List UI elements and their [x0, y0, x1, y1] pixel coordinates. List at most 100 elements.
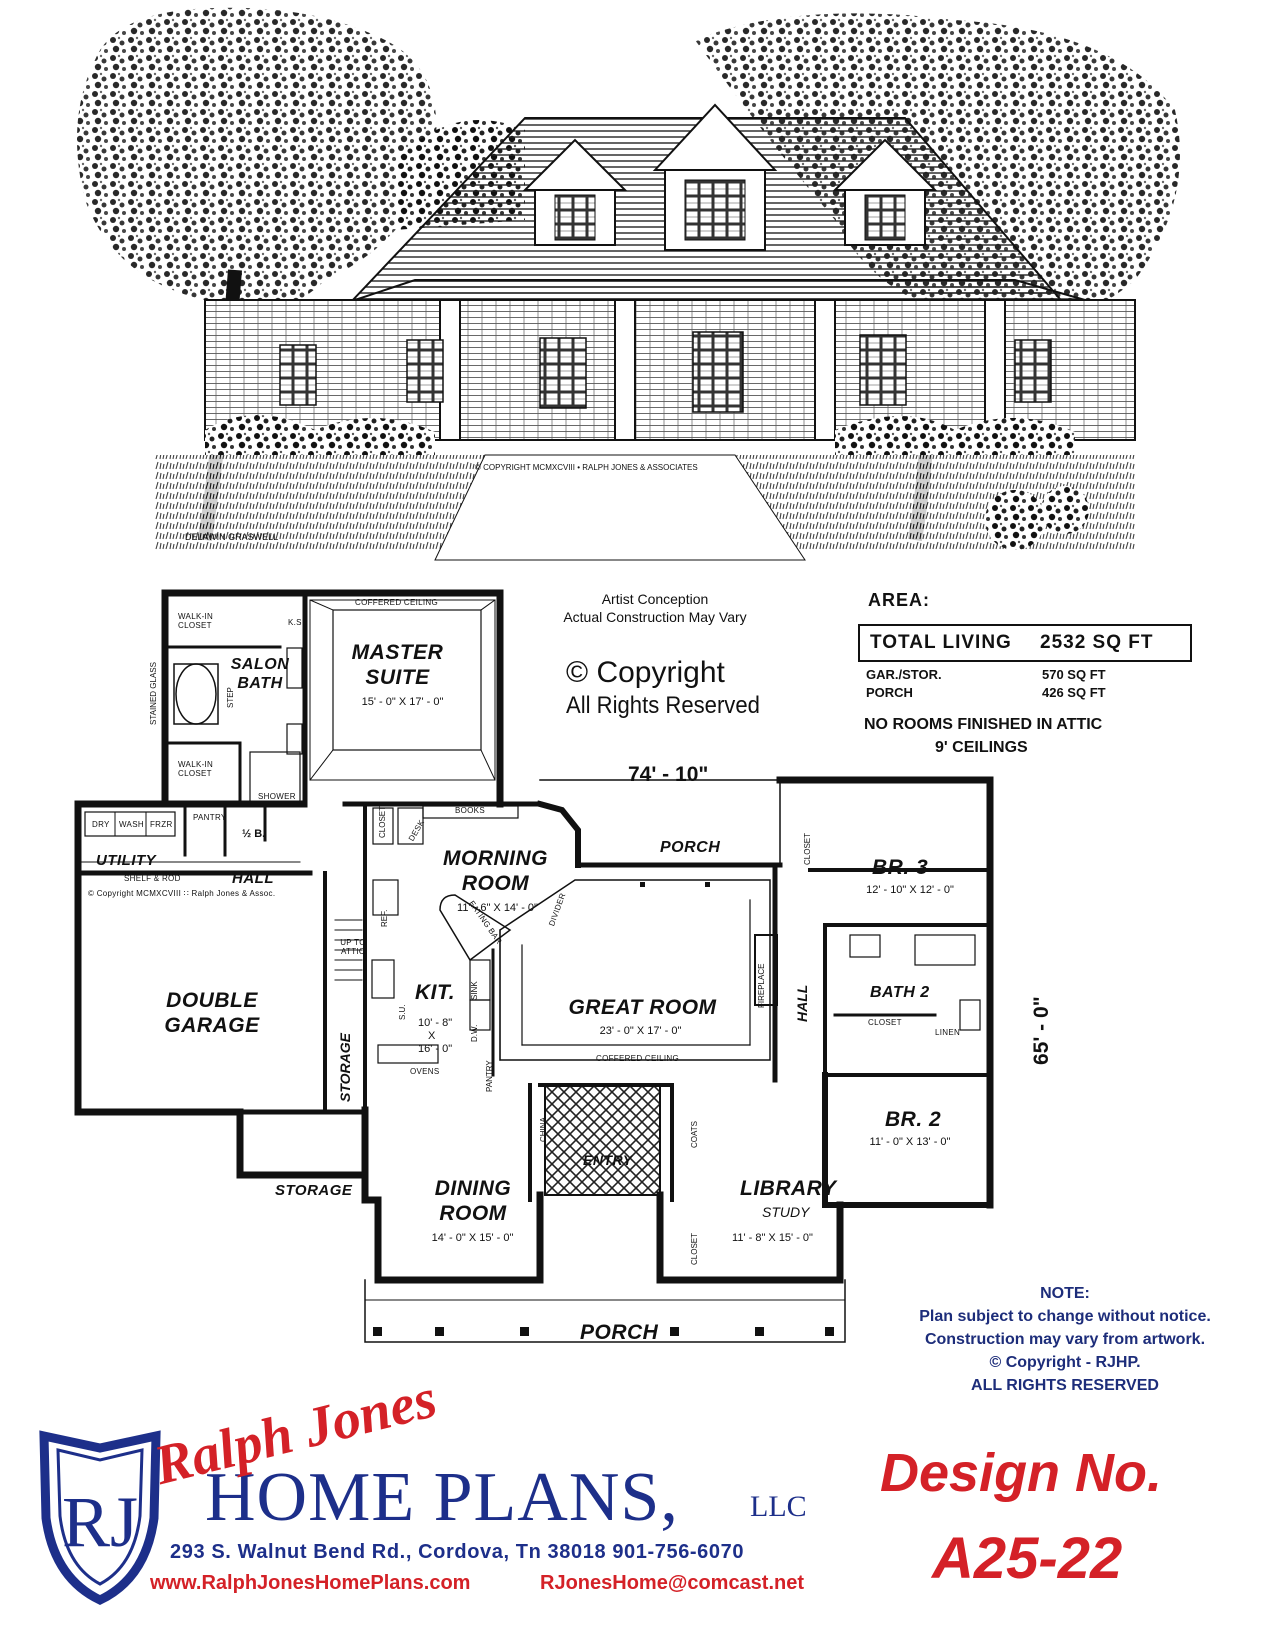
library-size: 11' - 8" X 15' - 0" [732, 1232, 813, 1244]
porch-area-label: PORCH [866, 685, 913, 700]
step-label: STEP [226, 687, 235, 708]
copyright-subtitle: All Rights Reserved [566, 692, 760, 719]
overall-width-dimension: 74' - 10" [628, 763, 709, 786]
plan-note: NOTE: Plan subject to change without not… [900, 1282, 1230, 1397]
artist-conception-note: Artist Conception Actual Construction Ma… [560, 590, 750, 626]
books-label: BOOKS [455, 806, 485, 815]
coats-label: COATS [690, 1121, 699, 1148]
morning-room-size: 11' - 6" X 14' - 0" [457, 902, 538, 914]
up-to-attic-label: UP TO ATTIC [340, 938, 366, 956]
kitchen-label: KIT. [415, 981, 456, 1004]
rj-shield-logo: RJ [39, 1430, 161, 1605]
company-address: 293 S. Walnut Bend Rd., Cordova, Tn 3801… [170, 1541, 745, 1563]
stained-glass-label: STAINED GLASS [149, 662, 158, 725]
master-coffered-label: COFFERED CEILING [355, 598, 439, 607]
hall-vertical-label: HALL [794, 984, 810, 1022]
design-number-label: Design No. [880, 1443, 1163, 1503]
great-room-coffered-label: COFFERED CEILING [596, 1054, 680, 1063]
utility-label: UTILITY [96, 852, 157, 869]
ovens-label: OVENS [410, 1067, 440, 1076]
linen-label: LINEN [935, 1028, 961, 1037]
ref-label: REF. [380, 909, 389, 927]
master-suite-size: 15' - 0" X 17' - 0" [361, 696, 444, 708]
library-sub-label: STUDY [762, 1204, 810, 1220]
pantry-top-label: PANTRY [193, 813, 227, 822]
shower-label: SHOWER [258, 792, 296, 801]
great-room-label: GREAT ROOM [568, 996, 717, 1019]
rendering-copyright: © COPYRIGHT MCMXCVIII • RALPH JONES & AS… [475, 463, 698, 472]
master-suite-label: MASTER SUITE [351, 641, 444, 689]
br2-size: 11' - 0" X 13' - 0" [869, 1136, 951, 1148]
dry-label: DRY [92, 820, 110, 829]
artist-signature: DELAWIN GRASWELL [185, 532, 278, 542]
overall-depth-dimension: 65' - 0" [1030, 996, 1053, 1065]
br3-size: 12' - 10" X 12' - 0" [866, 884, 954, 896]
closet-morning-label: CLOSET [378, 805, 387, 838]
ks-label: K.S. [288, 618, 305, 627]
company-website-link[interactable]: www.RalphJonesHomePlans.com [150, 1572, 471, 1594]
note-line3: © Copyright - RJHP. [989, 1354, 1141, 1371]
garage-area-label: GAR./STOR. [866, 667, 942, 682]
walkin-closet-bottom-label: WALK-IN CLOSET [178, 760, 214, 778]
bath2-label: BATH 2 [870, 984, 930, 1001]
house-rendering: © COPYRIGHT MCMXCVIII • RALPH JONES & AS… [77, 7, 1180, 561]
company-suffix: LLC [750, 1490, 807, 1523]
dormer-center [652, 103, 778, 251]
note-line1: Plan subject to change without notice. [919, 1308, 1211, 1325]
double-garage-label: DOUBLE GARAGE [164, 989, 260, 1037]
artist-line1: Artist Conception [601, 591, 709, 607]
company-email-link[interactable]: RJonesHome@comcast.net [540, 1572, 805, 1594]
design-number: A25-22 [932, 1526, 1123, 1591]
svg-text:RJ: RJ [62, 1482, 138, 1562]
kitchen-size-2: 16' - 0" [418, 1043, 453, 1055]
total-living-label: TOTAL LIVING [870, 632, 1012, 653]
br2-label: BR. 2 [885, 1108, 942, 1131]
storage-vertical-label: STORAGE [337, 1033, 353, 1102]
morning-room-label: MORNING ROOM [443, 847, 548, 895]
frzr-label: FRZR [150, 820, 173, 829]
total-living-value: 2532 SQ FT [1040, 632, 1154, 653]
dw-label: D.W. [470, 1024, 479, 1042]
hall-top-label: HALL [232, 870, 274, 887]
half-bath-label: ½ B. [242, 828, 266, 840]
dormer-right [832, 138, 938, 246]
walkin-closet-top-label: WALK-IN CLOSET [178, 612, 214, 630]
note-line4: ALL RIGHTS RESERVED [971, 1377, 1159, 1394]
library-label: LIBRARY [740, 1177, 837, 1200]
pantry-kit-label: PANTRY [485, 1060, 494, 1092]
storage-label: STORAGE [275, 1182, 353, 1199]
total-living-box: TOTAL LIVING 2532 SQ FT [858, 624, 1192, 662]
closet-bath2-label: CLOSET [868, 1018, 902, 1027]
fireplace-label: FIREPLACE [757, 963, 766, 1008]
note-line2: Construction may vary from artwork. [924, 1331, 1206, 1348]
porch-front-label: PORCH [580, 1321, 659, 1344]
kitchen-size-x: X [428, 1030, 436, 1042]
dining-room-label: DINING ROOM [434, 1177, 512, 1225]
kitchen-size-1: 10' - 8" [418, 1017, 453, 1029]
china-label: CHINA [539, 1117, 548, 1142]
wash-label: WASH [119, 820, 144, 829]
salon-bath-label: SALON BATH [230, 656, 290, 692]
note-title: NOTE: [1040, 1285, 1090, 1302]
sink-label: SINK [470, 981, 479, 1000]
dormer-left [522, 138, 628, 246]
porch-area-value: 426 SQ FT [1042, 685, 1106, 700]
porch-rear-label: PORCH [660, 839, 721, 856]
plan-copyright-label: © Copyright MCMXCVIII ∷ Ralph Jones & As… [88, 889, 276, 898]
su-label: S.U. [398, 1004, 407, 1020]
attic-note: NO ROOMS FINISHED IN ATTIC [864, 716, 1103, 733]
copyright-title: © Copyright [566, 656, 725, 689]
artist-line2: Actual Construction May Vary [563, 609, 747, 625]
shelf-rod-label: SHELF & ROD [124, 874, 181, 883]
company-name: HOME PLANS, [205, 1459, 679, 1536]
closet-br3-label: CLOSET [803, 832, 812, 865]
garage-area-value: 570 SQ FT [1042, 667, 1106, 682]
great-room-size: 23' - 0" X 17' - 0" [599, 1025, 682, 1037]
ceiling-note: 9' CEILINGS [935, 739, 1028, 756]
br3-label: BR. 3 [872, 856, 929, 879]
area-title: AREA: [868, 590, 930, 610]
entry-label: ENTRY [583, 1152, 633, 1168]
dining-room-size: 14' - 0" X 15' - 0" [431, 1232, 514, 1244]
closet-library-label: CLOSET [690, 1232, 699, 1265]
